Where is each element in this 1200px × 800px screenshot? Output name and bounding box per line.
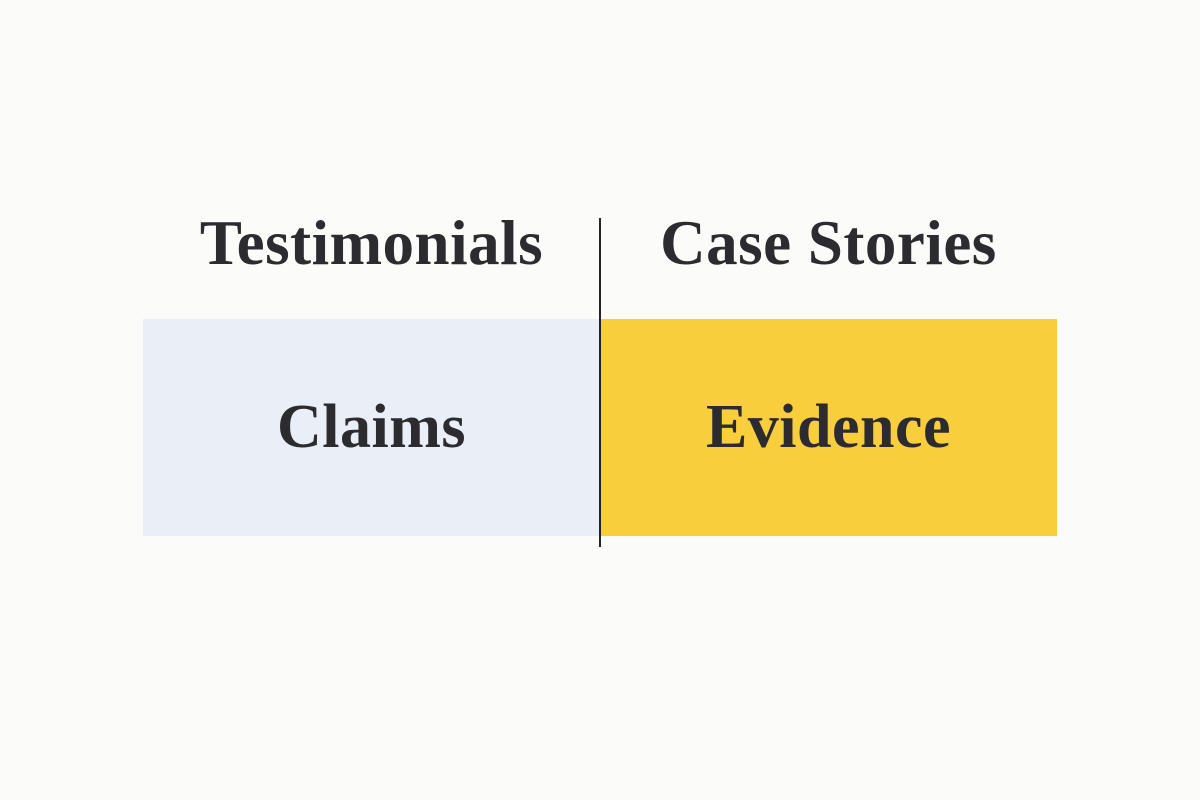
column-header-testimonials: Testimonials [199, 208, 544, 278]
column-case-stories: Case Stories Evidence [600, 212, 1057, 536]
claims-box: Claims [143, 319, 600, 536]
claims-label: Claims [277, 393, 466, 461]
evidence-box: Evidence [600, 319, 1057, 536]
column-header-case-stories: Case Stories [660, 208, 997, 278]
column-testimonials: Testimonials Claims [143, 212, 600, 536]
vertical-divider-line [599, 218, 601, 547]
comparison-diagram: Testimonials Claims Case Stories Evidenc… [143, 212, 1057, 547]
comparison-columns: Testimonials Claims Case Stories Evidenc… [143, 212, 1057, 536]
evidence-label: Evidence [705, 393, 952, 461]
